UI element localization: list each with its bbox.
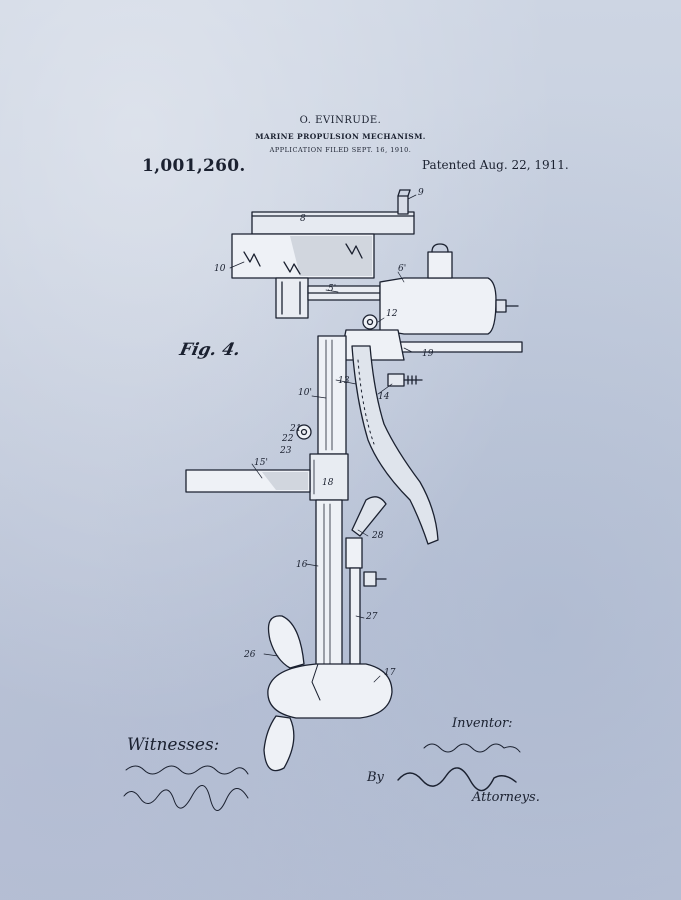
inventor-signature bbox=[423, 743, 521, 753]
ref-numeral: 23 bbox=[280, 446, 292, 456]
ref-numeral: 16 bbox=[296, 560, 308, 570]
ref-numeral: 26 bbox=[244, 650, 256, 660]
exhaust-hose bbox=[351, 345, 439, 545]
signatures bbox=[123, 743, 521, 811]
ref-numeral: 8 bbox=[300, 214, 306, 224]
inventor-name: O. EVINRUDE. bbox=[299, 115, 382, 126]
engine-case bbox=[379, 243, 523, 353]
ref-numeral: 15' bbox=[254, 458, 268, 468]
witnesses-label: Witnesses: bbox=[127, 735, 220, 755]
ref-numeral: 10 bbox=[214, 264, 226, 274]
ref-numeral: 6' bbox=[398, 264, 407, 274]
attorney-signature bbox=[397, 767, 517, 792]
propeller bbox=[263, 615, 305, 772]
ref-numeral: 10' bbox=[298, 388, 312, 398]
filing-date: APPLICATION FILED SEPT. 16, 1910. bbox=[269, 146, 412, 154]
ref-numeral: 13 bbox=[338, 376, 350, 386]
attorneys-label: Attorneys. bbox=[472, 790, 540, 805]
ref-numeral: 12 bbox=[386, 309, 398, 319]
ref-numeral: 14 bbox=[378, 392, 390, 402]
ref-numeral: 28 bbox=[372, 531, 384, 541]
gear-housing bbox=[267, 663, 393, 719]
water-pipe bbox=[345, 496, 387, 665]
side-arm bbox=[185, 469, 311, 493]
figure-label: Fig. 4. bbox=[177, 340, 243, 360]
bracket bbox=[275, 277, 381, 319]
witness-signature-2 bbox=[123, 785, 249, 811]
by-label: By bbox=[367, 770, 384, 785]
clamp-screw bbox=[387, 373, 423, 387]
ref-numeral: 18 bbox=[322, 478, 334, 488]
flywheel bbox=[251, 189, 415, 235]
housing-block bbox=[231, 233, 375, 279]
patent-title: MARINE PROPULSION MECHANISM. bbox=[255, 132, 426, 141]
patent-number: 1,001,260. bbox=[142, 156, 246, 176]
ref-numeral: 19 bbox=[422, 349, 434, 359]
ref-numeral: 5' bbox=[328, 284, 337, 294]
patented-date: Patented Aug. 22, 1911. bbox=[422, 158, 569, 172]
leader-lines bbox=[229, 194, 417, 683]
inventor-label: Inventor: bbox=[452, 716, 513, 731]
ref-numeral: 9 bbox=[418, 188, 424, 198]
ref-numeral: 21 bbox=[290, 424, 302, 434]
ref-numeral: 27 bbox=[366, 612, 378, 622]
ref-numeral: 22 bbox=[282, 434, 294, 444]
drive-column bbox=[296, 335, 349, 669]
ref-numeral: 17 bbox=[384, 668, 396, 678]
witness-signature-1 bbox=[125, 765, 249, 775]
